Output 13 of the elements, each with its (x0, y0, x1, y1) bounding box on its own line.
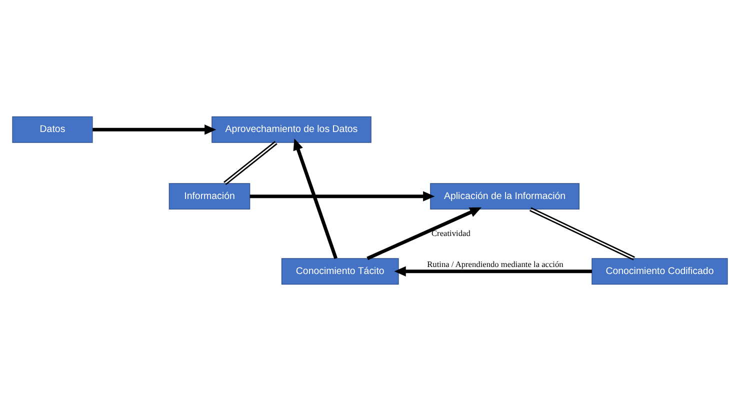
arrow (92, 124, 216, 135)
connector (224, 140, 278, 186)
arrow (250, 191, 435, 202)
node-box: Aplicación de la Información (430, 183, 580, 210)
connector (529, 207, 635, 260)
arrow (293, 138, 338, 259)
node-box: Conocimiento Tácito (281, 258, 399, 285)
node-box: Datos (12, 116, 93, 143)
arrow (366, 207, 482, 260)
node-box: Conocimiento Codificado (592, 258, 728, 285)
arrow (394, 266, 592, 276)
node-box: Información (168, 183, 250, 210)
node-box: Aprovechamiento de los Datos (212, 116, 372, 143)
